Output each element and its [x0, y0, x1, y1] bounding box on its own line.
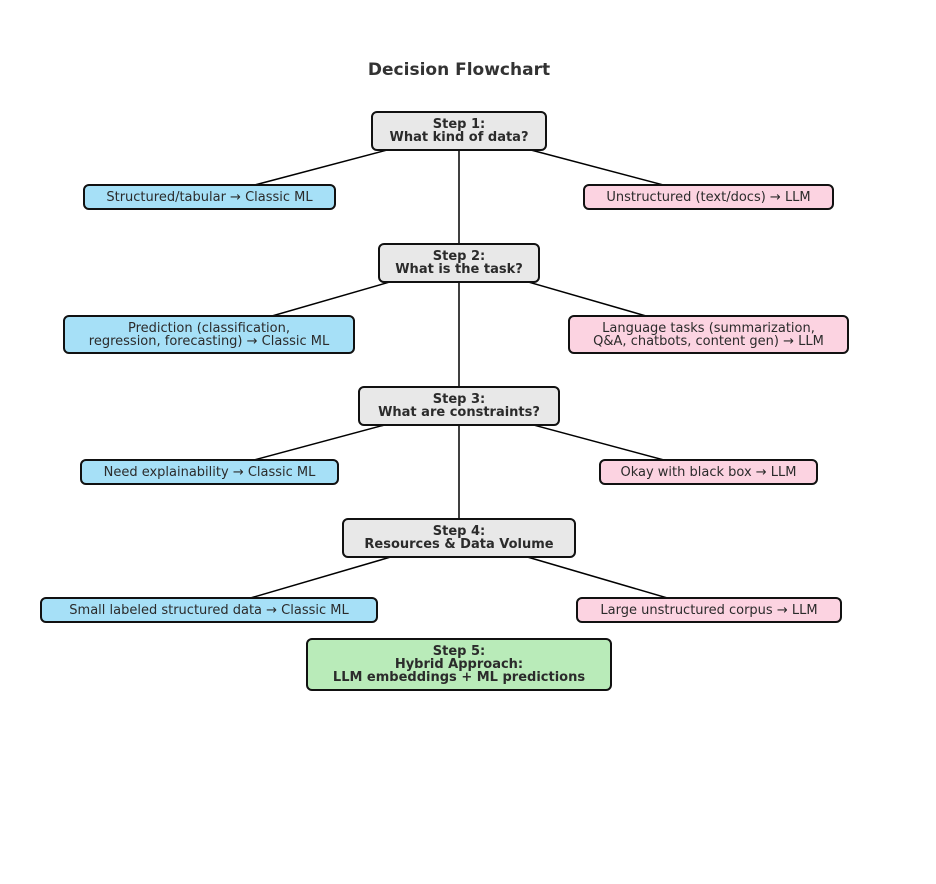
step-2-node: Step 2: What is the task?	[378, 243, 540, 283]
step-1-llm-label: Unstructured (text/docs) → LLM	[606, 189, 811, 205]
step-4-llm-label: Large unstructured corpus → LLM	[600, 602, 818, 618]
step-3-classic-ml-outcome: Need explainability → Classic ML	[80, 459, 339, 485]
step-4-classic-ml-label: Small labeled structured data → Classic …	[69, 602, 349, 618]
step-5-hybrid-node: Step 5: Hybrid Approach: LLM embeddings …	[306, 638, 612, 691]
step-3-label: Step 3: What are constraints?	[378, 392, 540, 420]
step-1-classic-ml-outcome: Structured/tabular → Classic ML	[83, 184, 336, 210]
step-2-llm-outcome: Language tasks (summarization, Q&A, chat…	[568, 315, 849, 354]
step-1-classic-ml-label: Structured/tabular → Classic ML	[106, 189, 313, 205]
step-2-classic-ml-outcome: Prediction (classification, regression, …	[63, 315, 355, 354]
step-4-llm-outcome: Large unstructured corpus → LLM	[576, 597, 842, 623]
diagram-title: Decision Flowchart	[367, 60, 551, 80]
step-3-llm-label: Okay with black box → LLM	[620, 464, 797, 480]
step-3-node: Step 3: What are constraints?	[358, 386, 560, 426]
step-2-classic-ml-label: Prediction (classification, regression, …	[88, 320, 330, 349]
step-4-node: Step 4: Resources & Data Volume	[342, 518, 576, 558]
step-2-label: Step 2: What is the task?	[395, 249, 523, 277]
step-1-node: Step 1: What kind of data?	[371, 111, 547, 151]
step-1-label: Step 1: What kind of data?	[389, 117, 529, 145]
step-4-classic-ml-outcome: Small labeled structured data → Classic …	[40, 597, 378, 623]
step-3-llm-outcome: Okay with black box → LLM	[599, 459, 818, 485]
step-2-llm-label: Language tasks (summarization, Q&A, chat…	[593, 320, 824, 349]
step-1-llm-outcome: Unstructured (text/docs) → LLM	[583, 184, 834, 210]
step-3-classic-ml-label: Need explainability → Classic ML	[103, 464, 316, 480]
step-5-hybrid-label: Step 5: Hybrid Approach: LLM embeddings …	[332, 644, 586, 685]
step-4-label: Step 4: Resources & Data Volume	[364, 524, 554, 552]
